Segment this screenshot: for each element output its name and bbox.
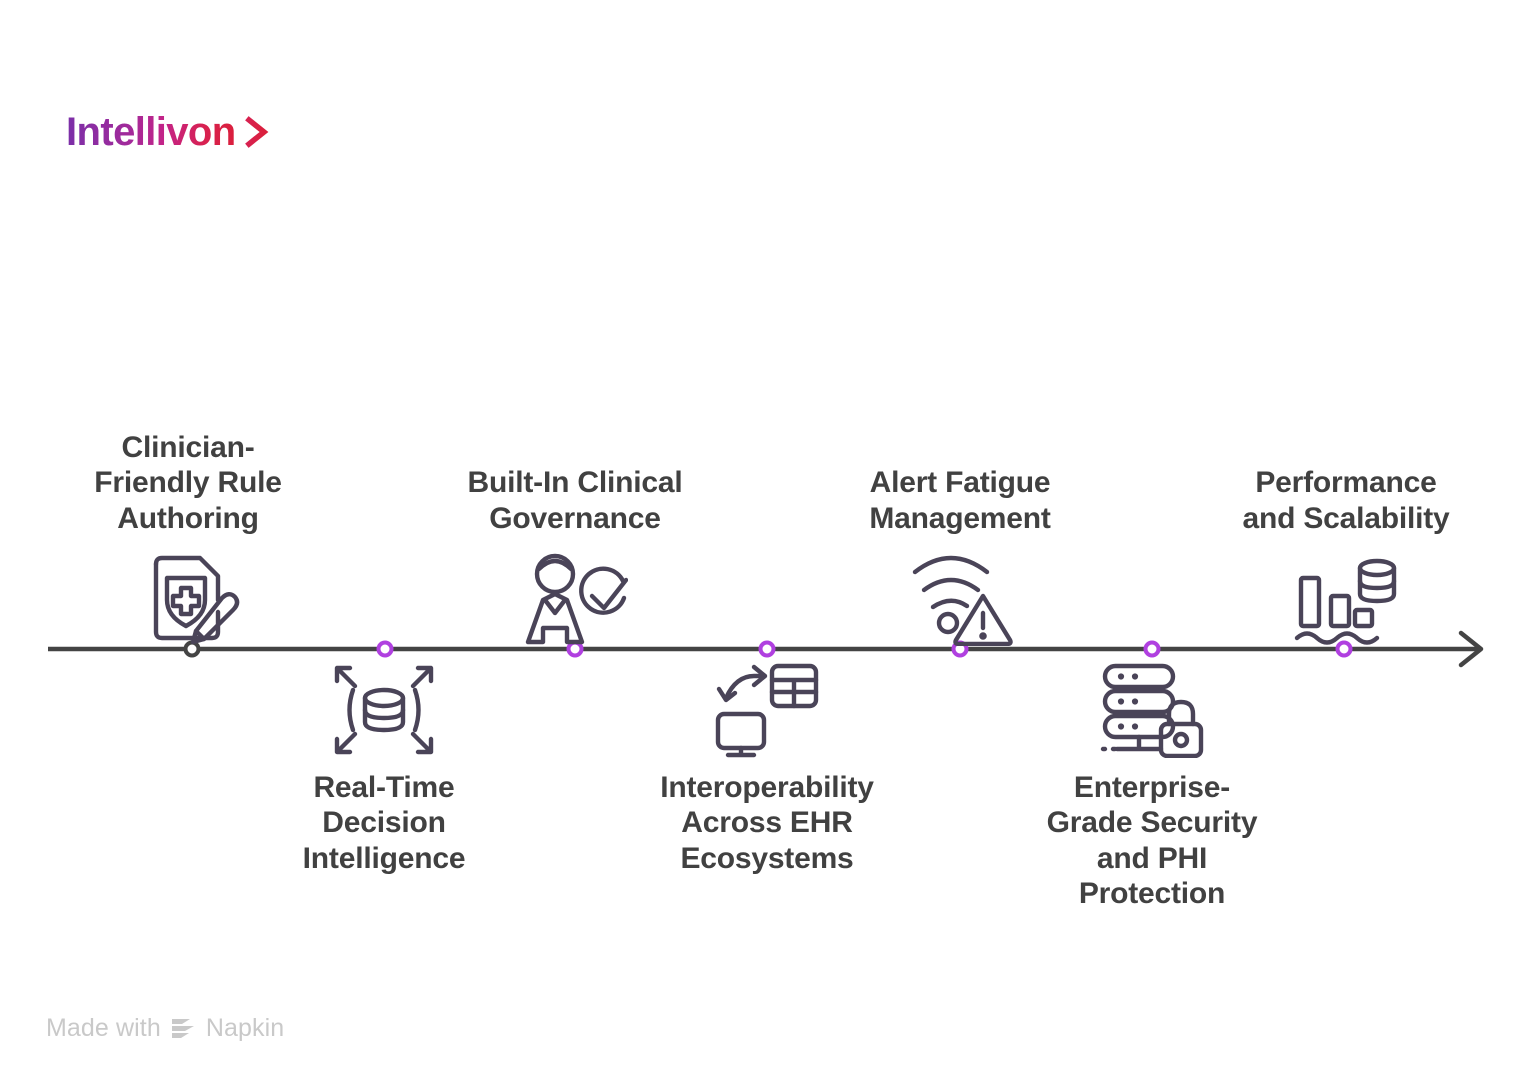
milestone-3[interactable]: Built-In Clinical Governance — [445, 465, 705, 648]
milestone-1[interactable]: Clinician- Friendly Rule Authoring — [58, 430, 318, 648]
milestone-6-title: Enterprise- Grade Security and PHI Prote… — [1046, 771, 1258, 911]
monitor-exchange-table-icon — [712, 660, 822, 760]
timeline-axis — [0, 600, 1536, 700]
clinician-check-icon — [520, 548, 630, 648]
milestone-3-title: Built-In Clinical Governance — [467, 466, 683, 535]
milestone-6[interactable]: Enterprise- Grade Security and PHI Prote… — [1022, 660, 1282, 912]
milestone-7-title: Performance and Scalability — [1242, 466, 1450, 535]
timeline-axis-svg — [48, 630, 1484, 668]
milestone-5-title: Alert Fatigue Management — [869, 466, 1051, 535]
brand-logo: Intellivon — [66, 112, 272, 152]
bar-chart-database-icon — [1291, 548, 1401, 648]
document-shield-pen-icon — [133, 548, 243, 648]
watermark-made-with: Made with — [46, 1014, 161, 1042]
signal-warning-icon — [905, 548, 1015, 648]
milestone-2-title: Real-Time Decision Intelligence — [302, 771, 466, 875]
milestone-4-title: Interoperability Across EHR Ecosystems — [660, 771, 874, 875]
chevron-right-icon — [244, 116, 268, 148]
timeline-node-6[interactable] — [1143, 640, 1161, 658]
milestone-2[interactable]: Real-Time Decision Intelligence — [254, 660, 514, 876]
server-lock-icon — [1097, 660, 1207, 760]
timeline-node-2[interactable] — [376, 640, 394, 658]
milestone-1-title: Clinician- Friendly Rule Authoring — [94, 430, 282, 535]
arrow-right-icon — [1458, 630, 1484, 668]
database-expand-arrows-icon — [329, 660, 439, 760]
watermark-brand: Napkin — [205, 1014, 285, 1042]
brand-name: Intellivon — [66, 110, 236, 154]
milestone-4[interactable]: Interoperability Across EHR Ecosystems — [637, 660, 897, 876]
napkin-logo-icon — [171, 1019, 194, 1038]
timeline-node-7[interactable] — [1335, 640, 1353, 658]
milestone-5[interactable]: Alert Fatigue Management — [830, 465, 1090, 648]
milestone-7[interactable]: Performance and Scalability — [1216, 465, 1476, 648]
napkin-watermark: Made with Napkin — [46, 1014, 284, 1043]
timeline-node-4[interactable] — [758, 640, 776, 658]
